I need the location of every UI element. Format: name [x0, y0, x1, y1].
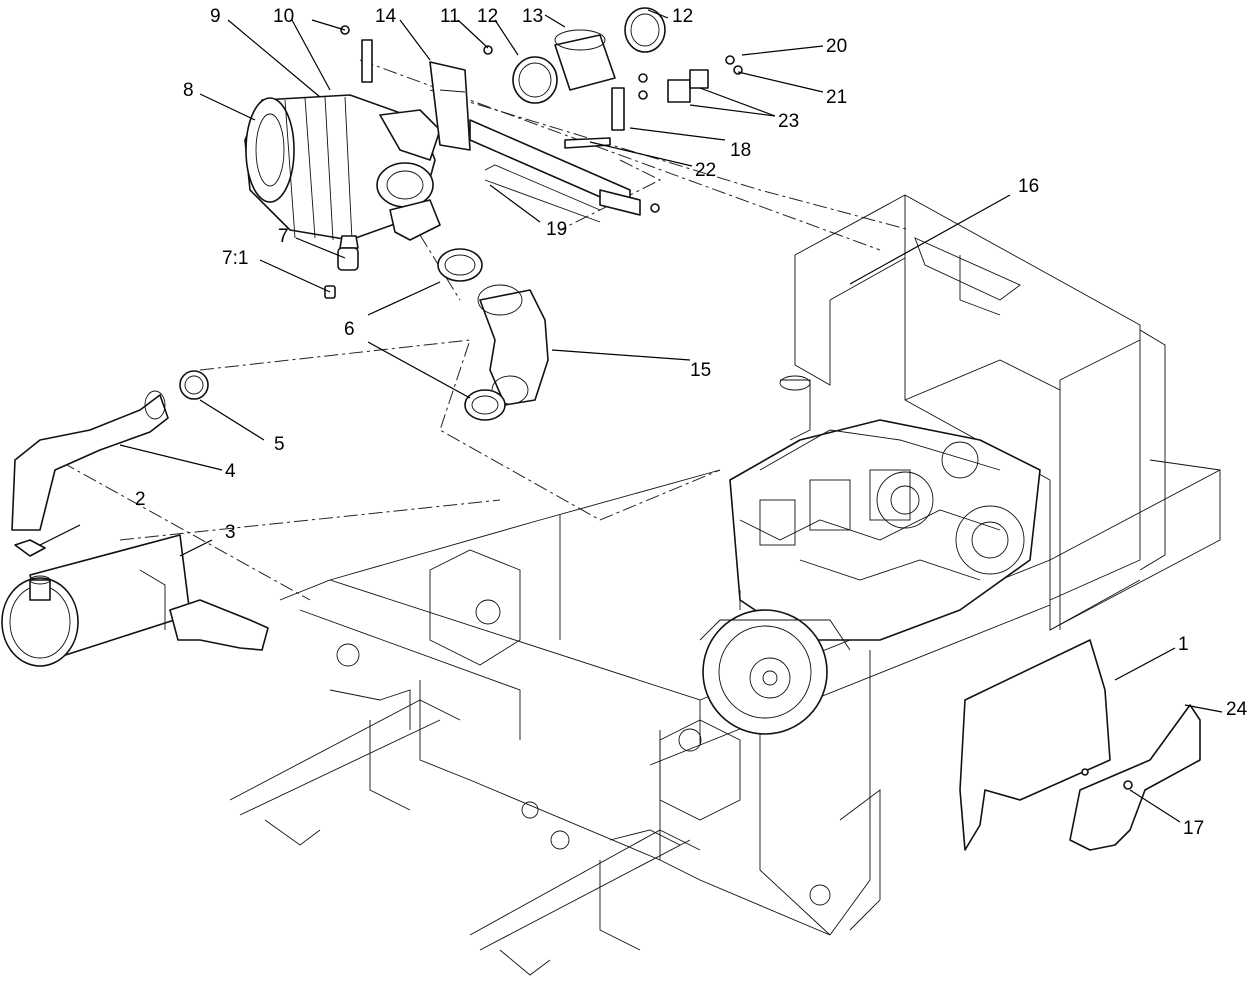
callout-24: 24: [1226, 699, 1248, 720]
callout-12-left: 12: [477, 6, 498, 27]
callout-6-upper: 6: [344, 319, 355, 340]
exhaust-system: [1, 370, 269, 667]
callout-9: 9: [210, 6, 221, 27]
chassis-frame: [229, 194, 1221, 976]
callout-16: 16: [1018, 176, 1039, 197]
callout-18: 18: [730, 140, 751, 161]
callouts: 1 2 3 4 5 6 6 7 7:1 8 9 10 11 12 12 13 1…: [135, 6, 1248, 839]
callout-2: 2: [135, 489, 146, 510]
callout-13: 13: [522, 6, 543, 27]
hoses-and-clamps: [437, 7, 666, 421]
callout-7-1: 7:1: [222, 248, 248, 269]
callout-20: 20: [826, 36, 847, 57]
mount-brackets: [340, 25, 743, 223]
callout-3: 3: [225, 522, 236, 543]
air-cleaner: [244, 94, 441, 299]
callout-11: 11: [440, 6, 460, 27]
callout-12-right: 12: [672, 6, 693, 27]
callout-19: 19: [546, 219, 567, 240]
callout-7: 7: [278, 226, 289, 247]
phantom-lines: [39, 59, 911, 601]
callout-1: 1: [1178, 634, 1189, 655]
engine-assembly: [699, 375, 1041, 735]
heat-shields: [959, 639, 1201, 851]
callout-14: 14: [375, 6, 397, 27]
callout-23: 23: [778, 111, 799, 132]
callout-22: 22: [695, 160, 716, 181]
callout-4: 4: [225, 461, 236, 482]
callout-5: 5: [274, 434, 285, 455]
callout-15: 15: [690, 360, 711, 381]
callout-10: 10: [273, 6, 294, 27]
callout-21: 21: [826, 87, 847, 108]
callout-8: 8: [183, 80, 194, 101]
leader-lines: [39, 9, 1223, 823]
callout-17: 17: [1183, 818, 1204, 839]
